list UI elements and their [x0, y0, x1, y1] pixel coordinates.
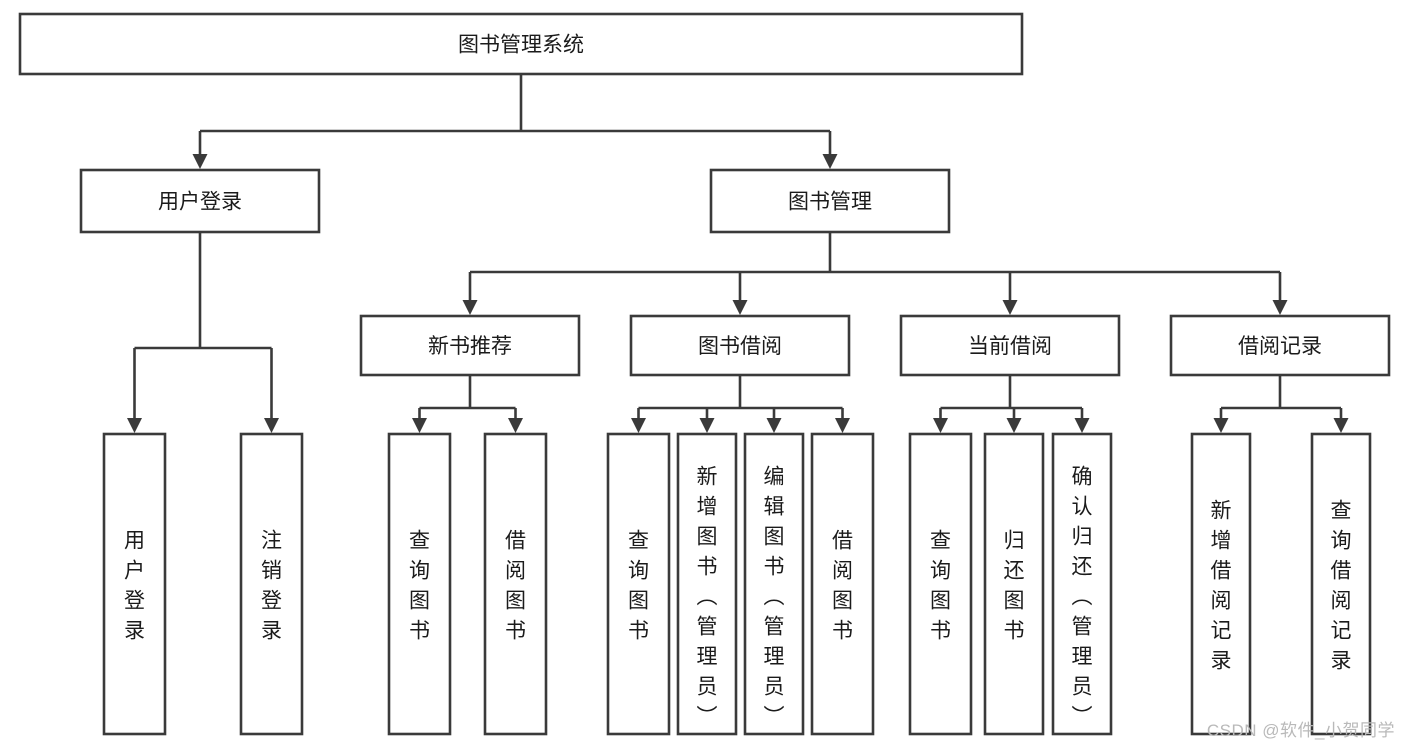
node-label-leaf-query-borrow-record: 查询借阅记录	[1331, 499, 1352, 672]
arrow-head-icon	[1006, 418, 1022, 433]
node-label-book-borrow: 图书借阅	[698, 335, 782, 358]
node-label-leaf-logout-login: 注销登录	[261, 529, 282, 642]
node-leaf-confirm-return-admin[interactable]: 确认归还︵管理员︶	[1051, 432, 1113, 736]
node-box-book-management[interactable]	[709, 168, 951, 234]
node-label-leaf-return-book: 归还图书	[1004, 529, 1025, 642]
node-label-root: 图书管理系统	[458, 34, 584, 57]
node-box-leaf-query-book-current[interactable]	[908, 432, 973, 736]
node-box-leaf-query-book-borrow[interactable]	[606, 432, 671, 736]
node-leaf-logout-login[interactable]: 注销登录	[239, 432, 304, 736]
node-label-new-book-recommend: 新书推荐	[428, 335, 512, 358]
node-leaf-return-book[interactable]: 归还图书	[983, 432, 1045, 736]
node-box-leaf-add-borrow-record[interactable]	[1190, 432, 1252, 736]
arrow-head-icon	[508, 418, 523, 433]
node-box-borrow-records[interactable]	[1169, 314, 1391, 377]
node-leaf-add-borrow-record[interactable]: 新增借阅记录	[1190, 432, 1252, 736]
node-leaf-edit-book-admin[interactable]: 编辑图书︵管理员︶	[743, 432, 805, 736]
node-boxes: 图书管理系统用户登录图书管理新书推荐图书借阅当前借阅借阅记录用户登录注销登录查询…	[18, 12, 1391, 736]
node-box-current-borrow[interactable]	[899, 314, 1121, 377]
node-box-leaf-user-login[interactable]	[102, 432, 167, 736]
node-user-login[interactable]: 用户登录	[79, 168, 321, 234]
node-leaf-query-borrow-record[interactable]: 查询借阅记录	[1310, 432, 1372, 736]
node-leaf-borrow-book[interactable]: 借阅图书	[810, 432, 875, 736]
arrow-head-icon	[127, 418, 142, 433]
node-label-leaf-query-book-borrow: 查询图书	[628, 529, 649, 642]
arrow-head-icon	[699, 418, 715, 433]
node-box-leaf-return-book[interactable]	[983, 432, 1045, 736]
node-box-leaf-logout-login[interactable]	[239, 432, 304, 736]
node-label-leaf-query-book-current: 查询图书	[930, 529, 951, 642]
node-box-leaf-borrow-book[interactable]	[810, 432, 875, 736]
arrow-head-icon	[1333, 418, 1349, 433]
arrow-head-icon	[462, 300, 478, 315]
node-box-leaf-borrow-book-recommend[interactable]	[483, 432, 548, 736]
arrow-head-icon	[412, 418, 427, 433]
arrow-head-icon	[192, 154, 208, 169]
node-box-user-login[interactable]	[79, 168, 321, 234]
arrow-head-icon	[933, 418, 948, 433]
node-label-leaf-confirm-return-admin: 确认归还︵管理员︶	[1072, 465, 1093, 728]
node-label-book-management: 图书管理	[788, 191, 872, 214]
node-box-leaf-query-book-recommend[interactable]	[387, 432, 452, 736]
node-leaf-borrow-book-recommend[interactable]: 借阅图书	[483, 432, 548, 736]
arrow-head-icon	[822, 154, 838, 169]
node-leaf-add-book-admin[interactable]: 新增图书︵管理员︶	[676, 432, 738, 736]
arrow-head-icon	[835, 418, 850, 433]
node-box-leaf-confirm-return-admin[interactable]	[1051, 432, 1113, 736]
node-label-leaf-edit-book-admin: 编辑图书︵管理员︶	[764, 465, 785, 728]
node-book-management[interactable]: 图书管理	[709, 168, 951, 234]
node-label-leaf-add-book-admin: 新增图书︵管理员︶	[697, 465, 718, 728]
node-label-leaf-borrow-book-recommend: 借阅图书	[505, 529, 526, 642]
node-new-book-recommend[interactable]: 新书推荐	[359, 314, 581, 377]
node-leaf-query-book-recommend[interactable]: 查询图书	[387, 432, 452, 736]
node-box-leaf-edit-book-admin[interactable]	[743, 432, 805, 736]
node-leaf-user-login[interactable]: 用户登录	[102, 432, 167, 736]
node-leaf-query-book-borrow[interactable]: 查询图书	[606, 432, 671, 736]
node-root[interactable]: 图书管理系统	[18, 12, 1024, 76]
connector-lines	[127, 74, 1349, 433]
node-label-leaf-user-login: 用户登录	[124, 529, 145, 642]
node-box-new-book-recommend[interactable]	[359, 314, 581, 377]
node-book-borrow[interactable]: 图书借阅	[629, 314, 851, 377]
watermark-label: CSDN @软件_小贺同学	[1206, 721, 1395, 740]
arrow-head-icon	[631, 418, 646, 433]
arrow-head-icon	[1272, 300, 1288, 315]
node-box-book-borrow[interactable]	[629, 314, 851, 377]
arrow-head-icon	[264, 418, 279, 433]
node-label-leaf-borrow-book: 借阅图书	[832, 529, 853, 642]
arrow-head-icon	[766, 418, 782, 433]
node-box-root[interactable]	[18, 12, 1024, 76]
node-borrow-records[interactable]: 借阅记录	[1169, 314, 1391, 377]
arrow-head-icon	[1002, 300, 1018, 315]
node-label-leaf-query-book-recommend: 查询图书	[409, 529, 430, 642]
node-label-current-borrow: 当前借阅	[968, 335, 1052, 358]
node-box-leaf-add-book-admin[interactable]	[676, 432, 738, 736]
arrow-head-icon	[1213, 418, 1229, 433]
node-label-user-login: 用户登录	[158, 191, 242, 214]
node-leaf-query-book-current[interactable]: 查询图书	[908, 432, 973, 736]
arrow-head-icon	[732, 300, 748, 315]
node-label-borrow-records: 借阅记录	[1238, 335, 1322, 358]
node-box-leaf-query-borrow-record[interactable]	[1310, 432, 1372, 736]
node-current-borrow[interactable]: 当前借阅	[899, 314, 1121, 377]
node-label-leaf-add-borrow-record: 新增借阅记录	[1211, 499, 1232, 672]
arrow-head-icon	[1074, 418, 1090, 433]
